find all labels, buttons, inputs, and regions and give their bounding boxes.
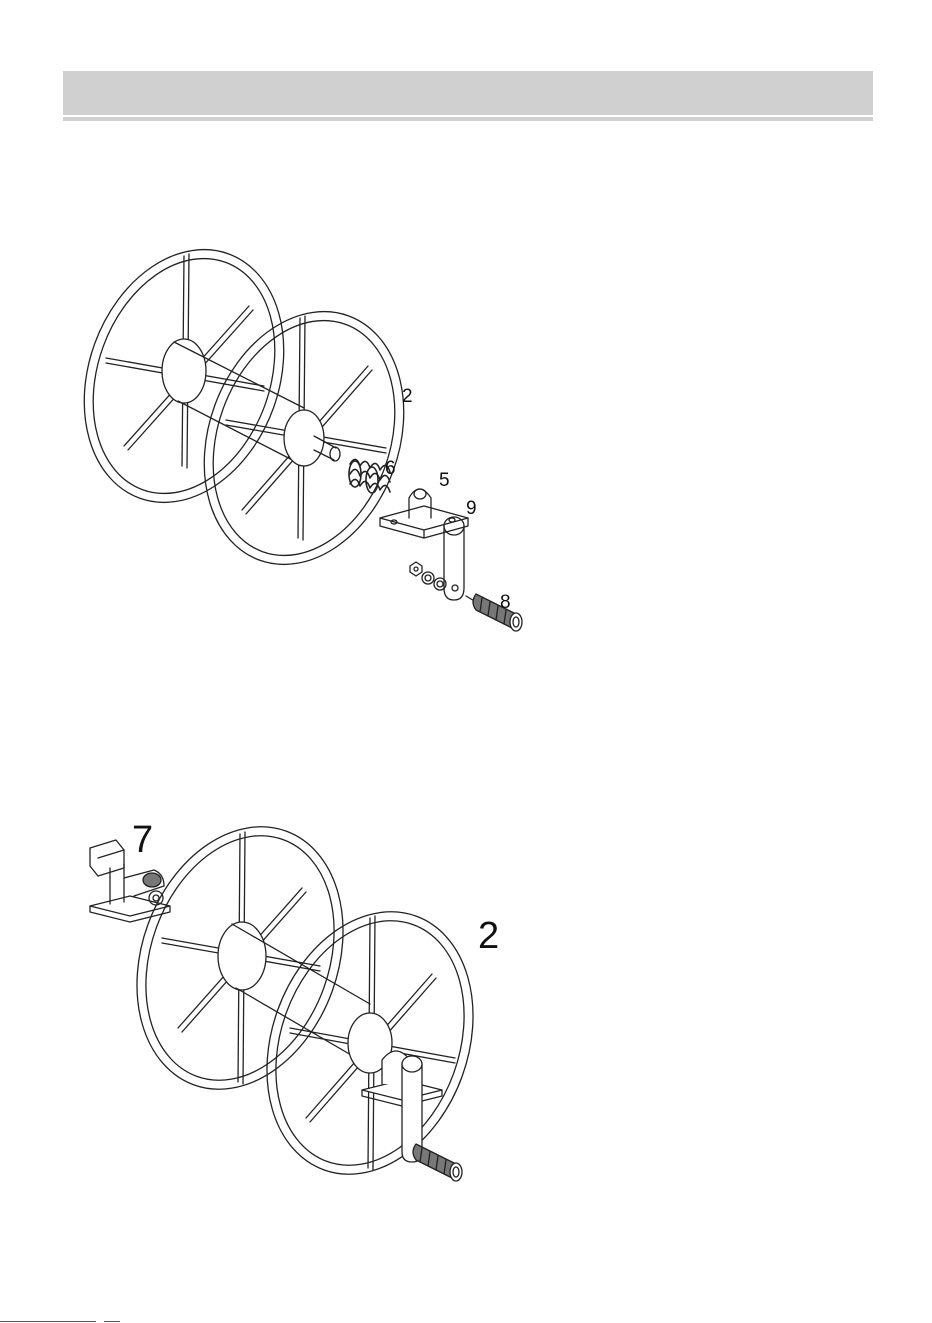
washers-and-nut: [410, 562, 446, 590]
assembled-view-drawing: 7 2: [70, 808, 520, 1193]
callout-hose-connector: 7: [132, 819, 153, 861]
section-header-bar: [63, 71, 873, 115]
footer-rule-right: [104, 1321, 120, 1322]
bracket-part: [380, 489, 468, 538]
callout-spring: 6: [385, 458, 396, 479]
front-wheel: [170, 283, 437, 592]
section-header-rule: [63, 117, 873, 121]
exploded-view-figure: 2 6 5 9 8: [64, 236, 546, 650]
callout-bracket: 5: [439, 470, 450, 491]
footer-rule-left: [0, 1321, 96, 1322]
handle-part: [466, 594, 522, 631]
callout-handle: 8: [500, 592, 511, 613]
hose-connector-part: [90, 840, 170, 922]
callout-crank-arm: 9: [466, 498, 477, 519]
assembled-view-figure: 7 2: [70, 808, 520, 1193]
exploded-view-drawing: 2 6 5 9 8: [64, 236, 546, 650]
callout-reel-assembled: 2: [478, 915, 499, 957]
callout-reel: 2: [402, 386, 413, 407]
